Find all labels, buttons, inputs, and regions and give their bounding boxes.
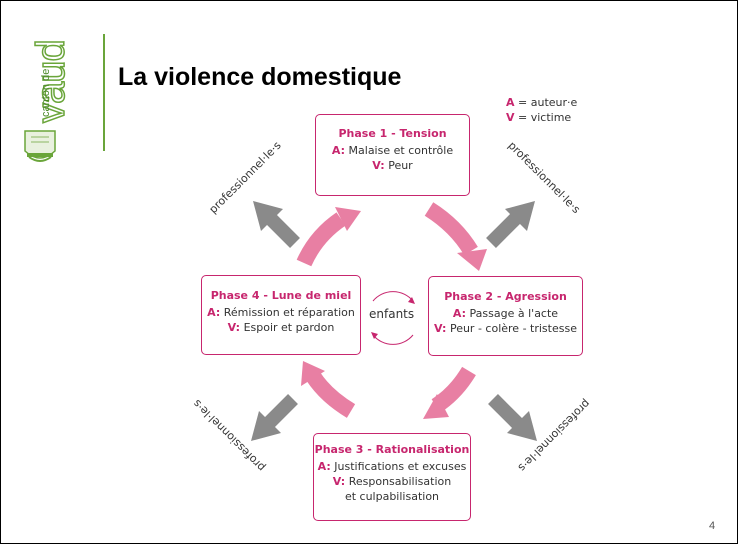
shield-icon (24, 130, 56, 162)
phase-1-v-line: V: Peur (372, 159, 413, 172)
arrow-gray-top-right (486, 201, 535, 248)
phase-1-a-line: A: Malaise et contrôle (331, 144, 454, 157)
header-divider (103, 34, 105, 151)
phase-4-title: Phase 4 - Lune de miel (210, 289, 352, 302)
arrow-phase3-to-phase4 (301, 361, 356, 418)
phase-3-v-line: V: Responsabilisation (332, 475, 452, 488)
phase-3-v-line-2: et culpabilisation (344, 490, 440, 503)
phase-1-title: Phase 1 - Tension (338, 127, 447, 140)
arrow-gray-top-left (253, 201, 300, 248)
phase-1-box: Phase 1 - Tension A: Malaise et contrôle… (315, 114, 470, 196)
phase-3-a-line: A: Justifications et excuses (317, 460, 467, 473)
phase-3-box: Phase 3 - Rationalisation A: Justificati… (313, 433, 471, 521)
phase-4-v-line: V: Espoir et pardon (227, 321, 335, 334)
canton-vaud-logo: vaud canton de (11, 13, 101, 273)
arrow-phase4-to-phase1 (296, 207, 361, 267)
phase-4-box: Phase 4 - Lune de miel A: Rémission et r… (201, 275, 361, 355)
enfants-label: enfants (369, 307, 415, 321)
legend-a: A = auteur·e (506, 96, 578, 109)
phase-3-title: Phase 3 - Rationalisation (314, 443, 470, 456)
phase-2-box: Phase 2 - Agression A: Passage à l'acte … (428, 276, 583, 356)
circular-arrow-icon (371, 291, 415, 345)
arrow-phase1-to-phase2 (424, 202, 487, 271)
legend: A = auteur·e V = victime (506, 95, 577, 125)
phase-4-a-line: A: Rémission et réparation (207, 306, 355, 319)
legend-v: V = victime (506, 111, 572, 124)
phase-2-title: Phase 2 - Agression (444, 290, 567, 303)
slide-title: La violence domestique (118, 63, 402, 91)
arrow-gray-bottom-left (251, 394, 298, 441)
arrow-gray-bottom-right (488, 394, 537, 441)
phase-2-v-line: V: Peur - colère - tristesse (434, 322, 577, 335)
page-number: 4 (709, 520, 716, 532)
arrow-phase2-to-phase3 (423, 366, 476, 419)
phase-2-a-line: A: Passage à l'acte (452, 307, 559, 320)
